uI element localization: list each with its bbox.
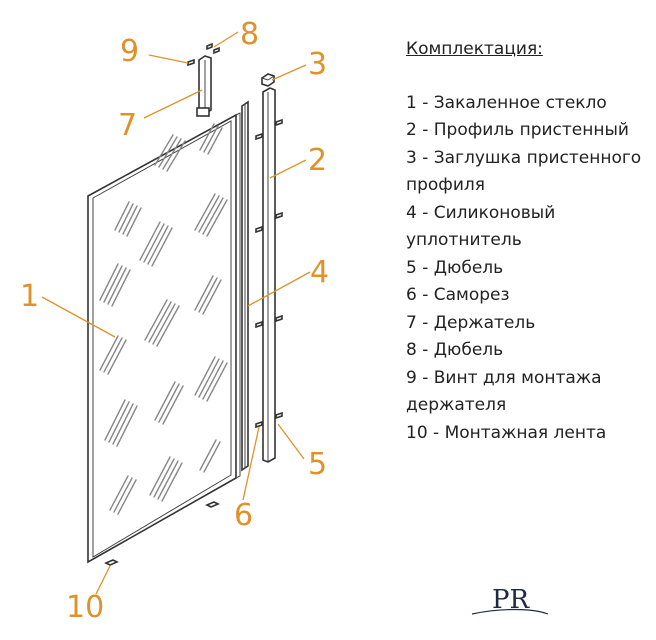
legend-item: 5 - Дюбель [406,257,504,278]
legend-item: 8 - Дюбель [406,340,504,360]
callout-5: 5 [308,447,327,482]
legend-title: Комплектация: [406,39,543,59]
profile-end-cap [261,73,275,87]
dowels-and-screws [255,118,283,429]
silicone-seal [241,100,249,472]
glass-panel [87,112,241,564]
callout-1: 1 [20,279,39,314]
legend-item: 6 - Саморез [406,285,510,305]
glass-reflection-hatching [99,123,228,515]
callout-8: 8 [240,17,259,52]
legend-item: 4 - Силиконовый уплотнитель [406,202,556,251]
mounting-tape [104,501,220,566]
callout-3: 3 [308,47,327,82]
legend-item: 10 - Монтажная лента [406,422,607,443]
legend-item: 3 - Заглушка пристенного профиля [406,147,642,196]
brand-logo: PR [471,585,549,615]
callout-2: 2 [308,143,327,178]
callout-4: 4 [310,255,329,290]
logo-text: PR [492,585,530,615]
wall-profile [262,87,276,463]
legend-item: 2 - Профиль пристенный [406,120,629,140]
callout-6: 6 [234,498,253,533]
callout-7: 7 [118,108,137,143]
callout-9: 9 [120,34,139,69]
legend-item: 7 - Держатель [406,312,536,333]
callout-10: 10 [66,590,104,625]
legend-item: 9 - Винт для монтажа держателя [406,367,602,416]
holder-assembly [187,42,220,117]
legend-item: 1 - Закаленное стекло [406,92,607,113]
leader-lines [41,31,311,595]
parts-legend: Комплектация: 1 - Закаленное стекло 2 - … [406,36,654,447]
